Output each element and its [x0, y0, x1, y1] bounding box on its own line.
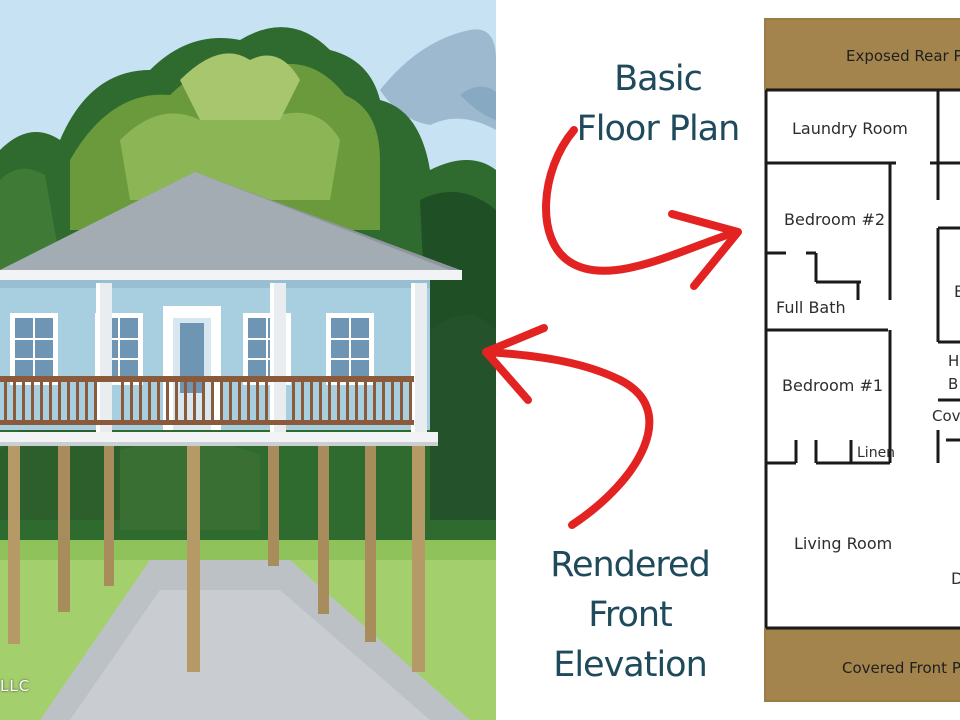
room-partial-cov: Cov [932, 407, 960, 425]
railing-baluster [13, 382, 16, 420]
railing-baluster [364, 382, 367, 420]
railing-baluster [76, 382, 79, 420]
porch-deck [0, 432, 438, 442]
railing-baluster [58, 382, 61, 420]
railing-baluster [256, 382, 259, 420]
railing-baluster [382, 382, 385, 420]
railing-baluster [211, 382, 214, 420]
railing-baluster [121, 382, 124, 420]
rear-porch-label: Exposed Rear Po [846, 47, 960, 65]
room-living: Living Room [794, 534, 892, 553]
railing-baluster [49, 382, 52, 420]
railing-baluster [319, 382, 322, 420]
watermark-text: LLC [0, 677, 31, 695]
railing-baluster [220, 382, 223, 420]
room-partial-b2: B [948, 375, 958, 393]
room-bedroom-2: Bedroom #2 [784, 210, 885, 229]
railing-baluster [265, 382, 268, 420]
room-partial-h: H [948, 352, 959, 370]
railing-baluster [328, 382, 331, 420]
floor-plan-panel: Basic Floor Plan Rendered Front Elevatio… [496, 0, 960, 720]
railing-baluster [130, 382, 133, 420]
railing-baluster [391, 382, 394, 420]
porch-columns [96, 283, 427, 433]
house-roof [0, 172, 462, 280]
railing-baluster [193, 382, 196, 420]
porch-railing [0, 376, 414, 425]
railing-baluster [301, 382, 304, 420]
elevation-illustration [0, 0, 496, 720]
railing-baluster [229, 382, 232, 420]
railing-baluster [94, 382, 97, 420]
plan-walls [764, 88, 960, 630]
railing-baluster [400, 382, 403, 420]
house-stilts [8, 446, 425, 672]
railing-baluster [22, 382, 25, 420]
railing-baluster [373, 382, 376, 420]
railing-baluster [85, 382, 88, 420]
room-bedroom-1: Bedroom #1 [782, 376, 883, 395]
railing-baluster [4, 382, 7, 420]
room-linen: Linen [857, 445, 895, 461]
elevation-caption-line2: Front Elevation [553, 595, 708, 685]
room-laundry: Laundry Room [792, 119, 908, 138]
railing-baluster [337, 382, 340, 420]
railing-baluster [202, 382, 205, 420]
railing-baluster [40, 382, 43, 420]
railing-baluster [67, 382, 70, 420]
room-partial-b: B [954, 282, 960, 301]
railing-baluster [31, 382, 34, 420]
elevation-render: LLC [0, 0, 496, 720]
railing-baluster [148, 382, 151, 420]
railing-baluster [184, 382, 187, 420]
railing-baluster [166, 382, 169, 420]
railing-baluster [310, 382, 313, 420]
room-partial-d: D [951, 569, 960, 588]
floor-plan-drawing: Exposed Rear Po Covered Front Po [764, 18, 960, 702]
front-porch-label: Covered Front Po [842, 659, 960, 677]
railing-baluster [175, 382, 178, 420]
railing-baluster [247, 382, 250, 420]
railing-baluster [409, 382, 412, 420]
elevation-caption-line1: Rendered [550, 545, 711, 585]
room-full-bath: Full Bath [776, 298, 846, 317]
elevation-caption: Rendered Front Elevation [508, 540, 752, 690]
railing-baluster [292, 382, 295, 420]
railing-baluster [157, 382, 160, 420]
railing-baluster [238, 382, 241, 420]
floor-plan-caption-line1: Basic [614, 59, 703, 99]
railing-baluster [346, 382, 349, 420]
railing-baluster [139, 382, 142, 420]
railing-baluster [355, 382, 358, 420]
